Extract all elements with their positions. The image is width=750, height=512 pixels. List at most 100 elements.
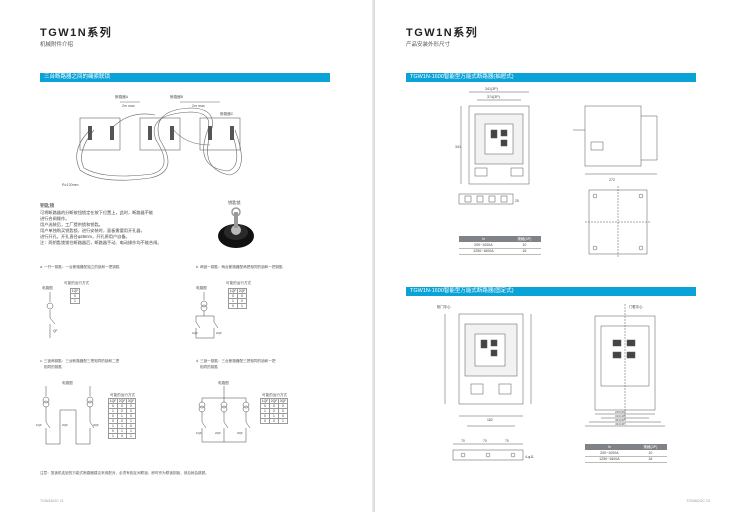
table-header: 规格(3P) [507, 236, 541, 242]
lock-title: 钥匙锁 [40, 204, 55, 209]
cell: 1 [70, 298, 80, 304]
left-section-bar: 三台断路器之间的绳索联锁 [40, 73, 330, 82]
drawout-dim-h: 341 [455, 145, 461, 149]
cable-interlock-diagram: 断路器A 断路器B 断路器C 2m max 2m max R≥120mm [62, 94, 242, 187]
right-bar-drawout: TGW1N-1600智能型万能式断路器(抽屉式) [406, 73, 696, 82]
drawout-dim-side: 272 [609, 178, 615, 182]
cell: 1QF [70, 288, 80, 294]
cell: 1250~1600A [585, 456, 634, 463]
cell: 2QF [237, 288, 247, 294]
drawout-front-view: 341(3P) 374(3P) 341 [455, 87, 530, 185]
scheme-c-qf1: 1QF [36, 423, 42, 427]
scheme-b-table-label: 可能的运行方式 [226, 281, 252, 285]
right-bar-fixed: TGW1N-1600智能型万能式断路器(固定式) [406, 287, 696, 296]
fixed-dim-b2: 70 [483, 439, 487, 443]
scheme-a-table-label: 可能的运行方式 [64, 281, 90, 285]
cell: 1 [237, 303, 247, 309]
scheme-d-table-label: 可能的运行方式 [262, 393, 288, 397]
cell: 0 [269, 418, 279, 424]
label-radius: R≥120mm [62, 183, 79, 187]
cell: 10 [633, 450, 667, 457]
cell: 3QF [126, 398, 136, 404]
cell: 1QF [260, 398, 270, 404]
cell: 1QF [108, 398, 118, 404]
fixed-dim-tbl1: 240(3P) [615, 410, 626, 414]
lock-line-6: 注：两钥匙锁锁住断路器后，断路器手动、电动操作均不能合闸。 [40, 240, 162, 245]
fixed-bottom-detail: 70 70 70 4-φ11 [452, 439, 534, 461]
drawout-dim-w2: 374(3P) [487, 95, 500, 99]
lock-line-5: 进行开孔，开孔直径φ28mm，开孔原用户自备。 [40, 234, 130, 239]
label-dim1: 2m max [122, 104, 135, 108]
left-subtitle: 机械附件介绍 [40, 42, 74, 48]
cell: 2QF [117, 398, 127, 404]
scheme-d-circuit: 1QF 2QF 3QF [196, 386, 251, 443]
cell: 1QF [228, 288, 238, 294]
key-lock-image [218, 207, 254, 248]
cell: 200~1000A [585, 450, 634, 457]
scheme-a-title: a. 一开一钥匙：一台断路器配独立的锁和一把钥匙 [40, 265, 120, 269]
right-subtitle: 产品安装外形尺寸 [406, 42, 451, 48]
drawout-dim-w3: 25 [515, 199, 519, 203]
cell: 1 [108, 433, 118, 439]
scheme-c-col-label: 电路图 [62, 381, 73, 385]
scheme-d-qf2: 2QF [215, 431, 221, 435]
drawout-bottom-detail: 25 [458, 193, 519, 205]
fixed-front-view: 柜门中心 182 [437, 304, 532, 427]
scheme-b-col-label: 电路图 [196, 286, 207, 290]
cell: 200~1000A [459, 242, 508, 249]
drawout-dim-w1: 341(3P) [485, 87, 498, 91]
table-header: 规格(3P) [633, 444, 667, 450]
left-footer: TGW&DOC 21 [40, 499, 64, 503]
right-page: TGW1N系列 产品安装外形尺寸 TGW1N-1600智能型万能式断路器(抽屉式… [375, 0, 750, 512]
drawout-mounting-plan [585, 186, 651, 258]
fixed-cutout-view: 门框中心 240(3P) 310(4P) 362(3P) 432(4P) [585, 304, 665, 427]
right-footer: TGW&DOC 23 [686, 499, 710, 503]
label-breaker-b: 断路器B [170, 94, 184, 99]
scheme-d-col-label: 电路图 [218, 381, 229, 385]
scheme-d-qf1: 1QF [196, 431, 202, 435]
cell: 2QF [269, 398, 279, 404]
scheme-c-title2: 相同的钥匙 [44, 365, 62, 369]
lock-line-1: 可将断路器的分断按钮锁定在按下位置上，此时，断路器不能 [40, 210, 154, 215]
drawout-side-view: 272 [573, 105, 658, 182]
cell: 1 [126, 433, 136, 439]
right-series-title: TGW1N系列 [406, 27, 479, 39]
fixed-dim-door: 门框中心 [629, 304, 643, 309]
cell: 0 [117, 433, 127, 439]
scheme-c-circuit: 1QF 2QF 3QF [36, 386, 99, 445]
fixed-dim-hole: 4-φ11 [525, 455, 534, 459]
scheme-b-title: b. 两锁一钥匙：两台断路器配两把相同的锁和一把钥匙 [196, 265, 283, 269]
scheme-a-col-label: 电路图 [42, 286, 53, 290]
table-header: In [585, 444, 634, 450]
scheme-a-circuit: QF [46, 292, 57, 338]
lock-line-2: 进行合闸操作。 [40, 216, 70, 221]
scheme-d-title2: 相同的钥匙 [200, 365, 218, 369]
scheme-b-circuit: 1QF 2QF [192, 292, 222, 339]
fixed-dim-center: 柜门中心 [437, 304, 451, 309]
scheme-b-qf2: 2QF [216, 331, 222, 335]
scheme-d-qf3: 3QF [237, 431, 243, 435]
lock-line-4: 用户单独购买钥匙锁，进行安装时，面板需要用开孔器， [40, 228, 145, 233]
fixed-dim-tbl4: 432(4P) [615, 422, 626, 426]
scheme-d-title: d. 三锁一钥匙：三台断路器配三把相同的锁和一把 [196, 359, 276, 363]
left-series-title: TGW1N系列 [40, 27, 113, 39]
fixed-dim-tbl2: 310(4P) [615, 414, 626, 418]
lock-line-3: 用户选装后，工厂提供锁和钥匙。 [40, 222, 103, 227]
cell: 3QF [278, 398, 288, 404]
label-breaker-a: 断路器A [115, 94, 129, 99]
scheme-c-table-label: 可能的运行方式 [110, 393, 136, 397]
table-header: In [459, 236, 508, 242]
scheme-a-table: 1QF 0 1 [70, 288, 80, 304]
fixed-dim-b1: 70 [461, 439, 465, 443]
scheme-c-title: c. 三锁两钥匙：三台断路器配三把相同的锁和二把 [40, 359, 120, 363]
fixed-dim-tbl3: 362(3P) [615, 418, 626, 422]
cell: 0 [260, 418, 270, 424]
